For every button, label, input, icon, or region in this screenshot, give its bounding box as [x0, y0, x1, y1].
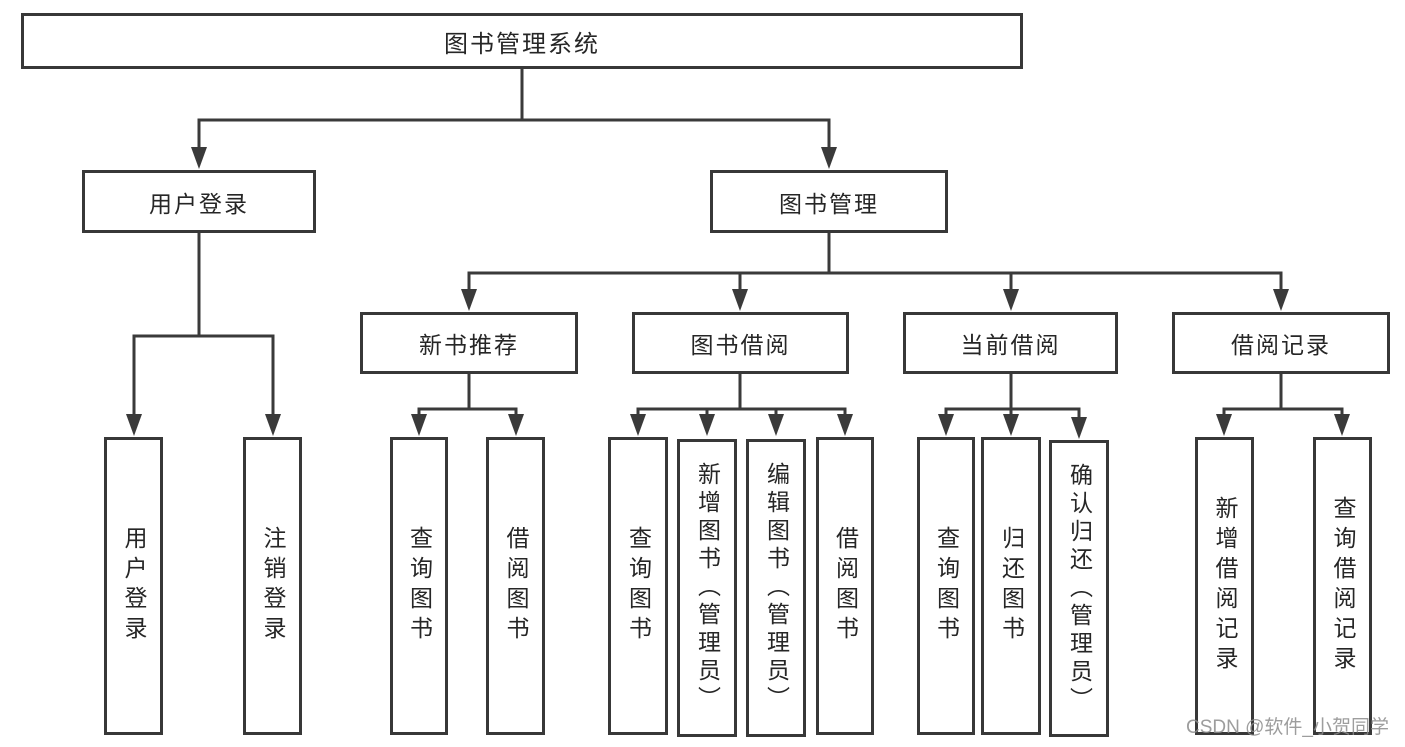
node-user-login: 用户登录: [82, 170, 316, 233]
leaf-query-borrow-record: 查询借阅记录: [1313, 437, 1372, 735]
leaf-return-books: 归还图书: [981, 437, 1041, 735]
leaf-borrow-books-recommend: 借阅图书: [486, 437, 545, 735]
watermark: CSDN @软件_小贺同学: [1186, 717, 1389, 738]
leaf-query-books-current: 查询图书: [917, 437, 975, 735]
leaf-edit-book-admin: 编辑图书（管理员）: [746, 439, 806, 737]
node-book-management: 图书管理: [710, 170, 948, 233]
node-new-book-recommendation: 新书推荐: [360, 312, 578, 374]
leaf-query-books-borrowing: 查询图书: [608, 437, 668, 735]
leaf-user-login: 用户登录: [104, 437, 163, 735]
node-borrowing-records: 借阅记录: [1172, 312, 1390, 374]
node-current-borrowing: 当前借阅: [903, 312, 1118, 374]
leaf-add-book-admin: 新增图书（管理员）: [677, 439, 737, 737]
node-book-borrowing: 图书借阅: [632, 312, 849, 374]
leaf-logout: 注销登录: [243, 437, 302, 735]
leaf-query-books-recommend: 查询图书: [390, 437, 448, 735]
leaf-confirm-return-admin: 确认归还（管理员）: [1049, 440, 1109, 737]
leaf-add-borrow-record: 新增借阅记录: [1195, 437, 1254, 735]
node-root: 图书管理系统: [21, 13, 1023, 69]
leaf-borrow-books-borrowing: 借阅图书: [816, 437, 874, 735]
